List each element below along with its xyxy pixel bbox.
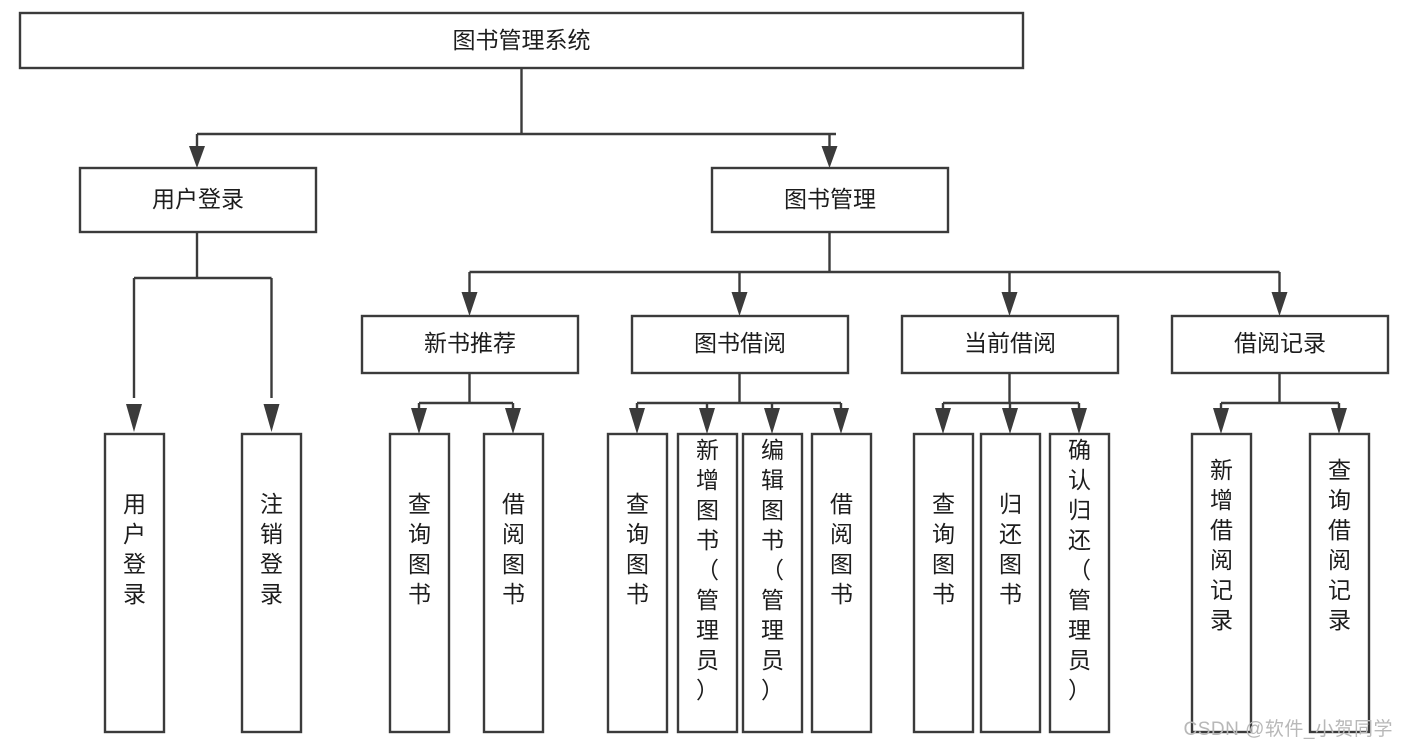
leaf-user-login-box[interactable] bbox=[103, 432, 166, 734]
arrow-br-leaf-2 bbox=[1331, 408, 1347, 434]
node-user-login[interactable]: 用户登录 bbox=[78, 166, 318, 234]
node-book-borrow-box[interactable] bbox=[630, 314, 850, 375]
node-book-manage[interactable]: 图书管理 bbox=[710, 166, 950, 234]
leaf-add-record-label: 新增借阅记录 bbox=[1210, 457, 1233, 633]
leaf-query-book-3-label: 查询图书 bbox=[932, 491, 955, 607]
arrow-to-user-login bbox=[189, 146, 205, 168]
leaf-borrow-book-1-box[interactable] bbox=[482, 432, 545, 734]
arrow-to-book-manage bbox=[821, 146, 838, 168]
leaf-query-record-label: 查询借阅记录 bbox=[1328, 457, 1351, 633]
leaf-query-book-2-box[interactable] bbox=[606, 432, 669, 734]
leaf-edit-book[interactable]: 编辑图书（管理员） bbox=[741, 432, 804, 734]
leaf-return-book-label: 归还图书 bbox=[999, 491, 1022, 607]
leaf-return-book[interactable]: 归还图书 bbox=[979, 432, 1042, 734]
leaf-borrow-book-2[interactable]: 借阅图书 bbox=[810, 432, 873, 734]
leaf-query-book-1-label: 查询图书 bbox=[408, 491, 431, 607]
connector-layer bbox=[126, 68, 1347, 434]
leaf-user-logout-label: 注销登录 bbox=[260, 491, 283, 607]
leaf-user-logout-box[interactable] bbox=[240, 432, 303, 734]
node-current-borrow[interactable]: 当前借阅 bbox=[900, 314, 1120, 375]
arrow-nbr-leaf-2 bbox=[505, 408, 521, 434]
leaf-query-book-1[interactable]: 查询图书 bbox=[388, 432, 451, 734]
leaf-edit-book-label: 编辑图书（管理员） bbox=[761, 437, 784, 703]
arrow-to-current-borrow bbox=[1001, 292, 1018, 316]
leaf-edit-book-box[interactable] bbox=[741, 432, 804, 734]
arrow-bb-leaf-4 bbox=[833, 408, 849, 434]
leaf-add-book-label: 新增图书（管理员） bbox=[696, 437, 719, 703]
leaf-confirm-return[interactable]: 确认归还（管理员） bbox=[1048, 432, 1111, 734]
node-root-box[interactable] bbox=[18, 11, 1025, 70]
arrow-to-book-borrow bbox=[731, 292, 748, 316]
arrow-leaf-user-logout bbox=[263, 404, 280, 432]
leaf-confirm-return-label: 确认归还（管理员） bbox=[1068, 437, 1091, 703]
arrow-bb-leaf-2 bbox=[699, 408, 715, 434]
node-book-manage-box[interactable] bbox=[710, 166, 950, 234]
leaf-query-record-box[interactable] bbox=[1308, 432, 1371, 734]
leaf-query-book-2-label: 查询图书 bbox=[626, 491, 649, 607]
node-layer: 图书管理系统 用户登录 图书管理 新书推荐 图书借阅 当前 bbox=[18, 11, 1390, 734]
leaf-borrow-book-2-box[interactable] bbox=[810, 432, 873, 734]
arrow-bb-leaf-3 bbox=[764, 408, 780, 434]
node-current-borrow-box[interactable] bbox=[900, 314, 1120, 375]
csdn-watermark: CSDN @软件_小贺同学 bbox=[1183, 719, 1393, 740]
leaf-user-logout[interactable]: 注销登录 bbox=[240, 432, 303, 734]
arrow-cb-leaf-2 bbox=[1002, 408, 1018, 434]
leaf-borrow-book-2-label: 借阅图书 bbox=[830, 491, 853, 607]
node-root-label: 图书管理系统 bbox=[453, 27, 591, 53]
node-user-login-box[interactable] bbox=[78, 166, 318, 234]
node-new-book-rec[interactable]: 新书推荐 bbox=[360, 314, 580, 375]
arrow-to-borrow-record bbox=[1271, 292, 1288, 316]
leaf-add-book-box[interactable] bbox=[676, 432, 739, 734]
leaf-borrow-book-1-label: 借阅图书 bbox=[502, 491, 525, 607]
leaf-query-book-2[interactable]: 查询图书 bbox=[606, 432, 669, 734]
node-book-borrow[interactable]: 图书借阅 bbox=[630, 314, 850, 375]
arrow-leaf-user-login bbox=[126, 404, 142, 432]
node-book-manage-label: 图书管理 bbox=[784, 186, 876, 212]
leaf-borrow-book-1[interactable]: 借阅图书 bbox=[482, 432, 545, 734]
arrow-bb-leaf-1 bbox=[629, 408, 645, 434]
node-new-book-rec-box[interactable] bbox=[360, 314, 580, 375]
leaf-add-record-box[interactable] bbox=[1190, 432, 1253, 734]
node-root[interactable]: 图书管理系统 bbox=[18, 11, 1025, 70]
leaf-query-book-3[interactable]: 查询图书 bbox=[912, 432, 975, 734]
leaf-return-book-box[interactable] bbox=[979, 432, 1042, 734]
arrow-cb-leaf-3 bbox=[1071, 408, 1087, 434]
leaf-confirm-return-box[interactable] bbox=[1048, 432, 1111, 734]
node-borrow-record[interactable]: 借阅记录 bbox=[1170, 314, 1390, 375]
leaf-user-login[interactable]: 用户登录 bbox=[103, 432, 166, 734]
leaf-query-book-1-box[interactable] bbox=[388, 432, 451, 734]
node-new-book-rec-label: 新书推荐 bbox=[424, 330, 516, 356]
node-borrow-record-box[interactable] bbox=[1170, 314, 1390, 375]
arrow-nbr-leaf-1 bbox=[411, 408, 427, 434]
node-borrow-record-label: 借阅记录 bbox=[1234, 330, 1326, 356]
leaf-add-book[interactable]: 新增图书（管理员） bbox=[676, 432, 739, 734]
leaf-query-book-3-box[interactable] bbox=[912, 432, 975, 734]
node-current-borrow-label: 当前借阅 bbox=[964, 330, 1056, 356]
arrow-br-leaf-1 bbox=[1213, 408, 1229, 434]
arrow-to-new-book-rec bbox=[461, 292, 478, 316]
arrow-cb-leaf-1 bbox=[935, 408, 951, 434]
leaf-user-login-label: 用户登录 bbox=[123, 491, 146, 607]
leaf-query-record[interactable]: 查询借阅记录 bbox=[1308, 432, 1371, 734]
node-book-borrow-label: 图书借阅 bbox=[694, 330, 786, 356]
leaf-add-record[interactable]: 新增借阅记录 bbox=[1190, 432, 1253, 734]
node-user-login-label: 用户登录 bbox=[152, 186, 244, 212]
